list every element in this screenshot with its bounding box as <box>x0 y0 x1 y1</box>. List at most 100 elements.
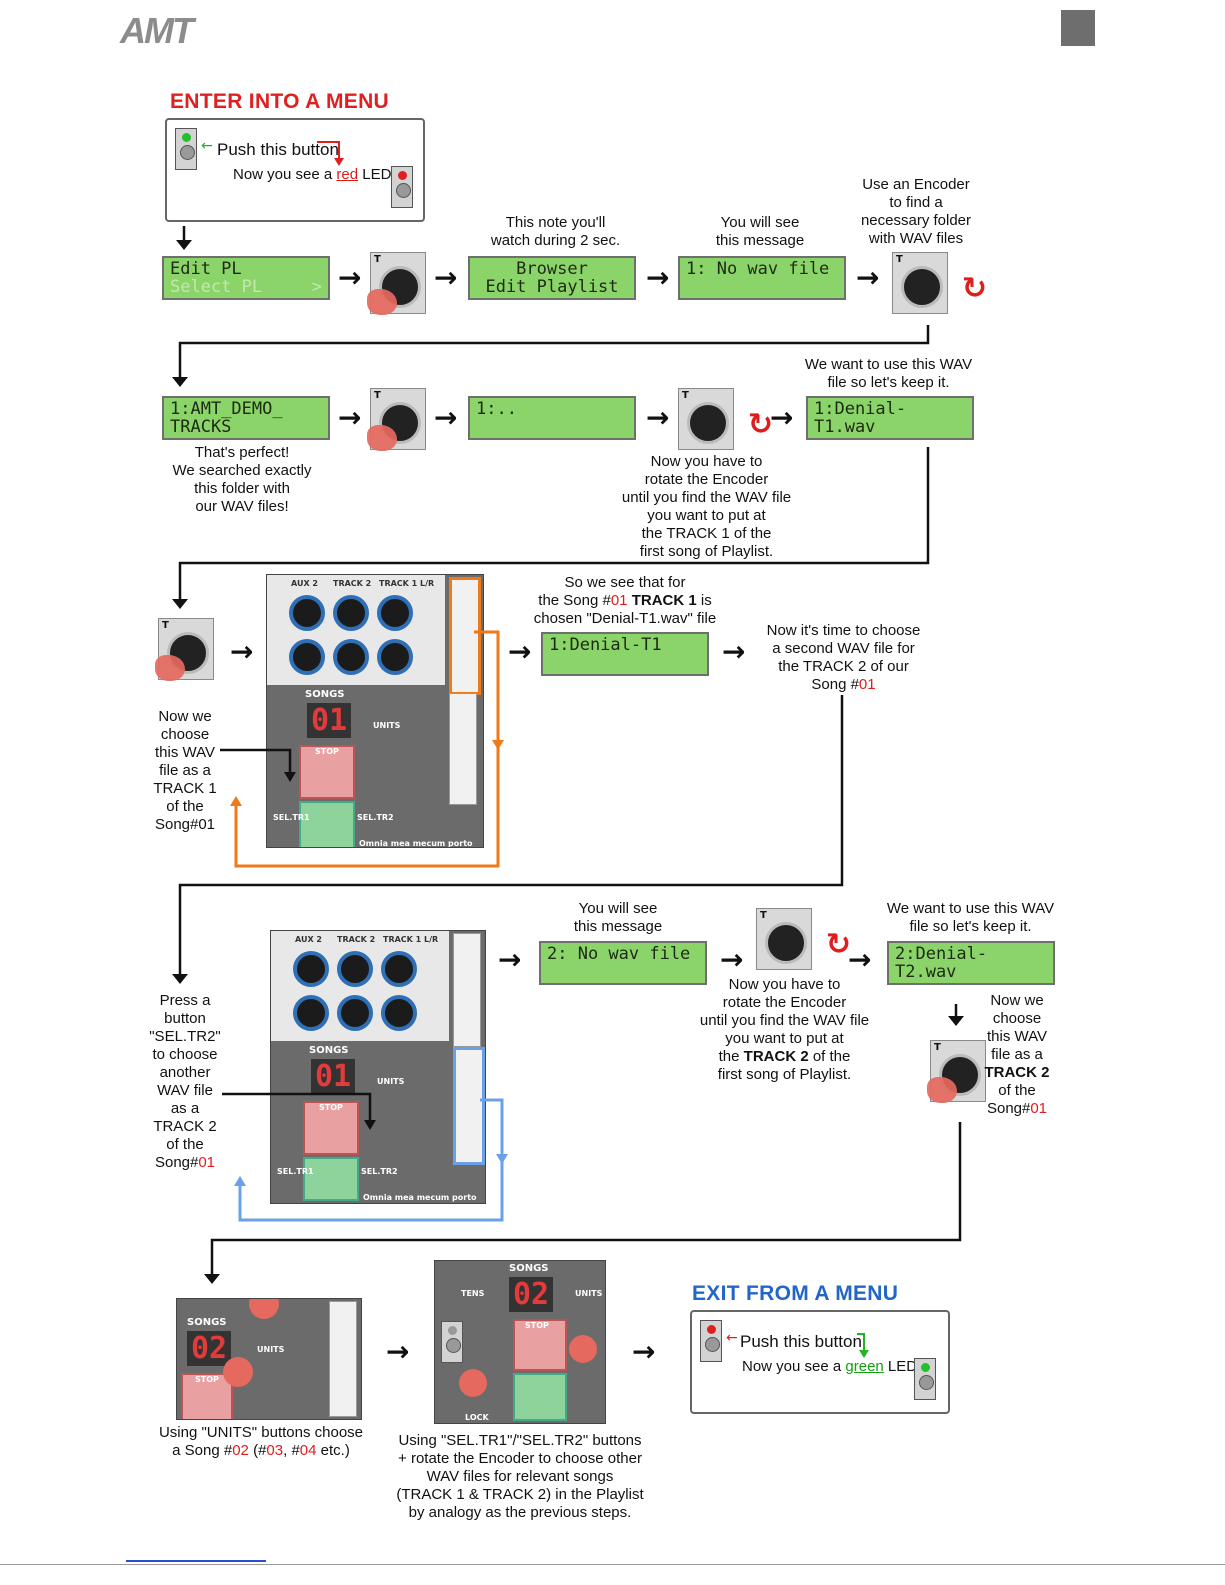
level-knob-icon[interactable] <box>337 951 373 987</box>
mode-button-cap <box>396 183 411 198</box>
play-pause-button[interactable] <box>513 1373 567 1421</box>
enter-menu-heading: ENTER INTO A MENU <box>170 90 389 113</box>
mode-button-green[interactable] <box>175 128 197 170</box>
level-knob-icon[interactable] <box>337 995 373 1031</box>
stop-button[interactable] <box>181 1373 233 1419</box>
flow-arrow-icon: → <box>848 943 872 976</box>
play-pause-button[interactable] <box>303 1157 359 1201</box>
pan-knob-icon[interactable] <box>289 639 325 675</box>
encoder-knob-icon <box>379 266 421 308</box>
mode-button-red[interactable] <box>700 1320 722 1362</box>
level-knob-icon[interactable] <box>333 639 369 675</box>
mixer-panel-1: AUX 2 TRACK 2 TRACK 1 L/R SONGS 01 UNITS… <box>266 574 484 848</box>
level-knob-icon[interactable] <box>333 595 369 631</box>
amt-logo: AMT <box>120 10 194 51</box>
level-knob-icon[interactable] <box>289 595 325 631</box>
push-button-text: Push this button <box>217 140 339 159</box>
mode-button-red[interactable] <box>391 166 413 208</box>
songs-label: SONGS <box>305 689 345 700</box>
stop-label: STOP <box>525 1321 549 1330</box>
encoder-push[interactable]: T <box>367 252 426 315</box>
lcd-dotdot: 1:.. <box>468 396 636 440</box>
hand-press-icon <box>927 1077 957 1103</box>
track2-output-strip <box>453 1047 485 1165</box>
rotate-arrow-icon: ↻ <box>961 271 987 306</box>
encoder-push[interactable]: T <box>367 388 426 451</box>
song-display: 02 <box>187 1331 232 1366</box>
encoder-rotate[interactable]: T↻ <box>678 388 773 450</box>
exit-menu-callout: ← Push this button Now you see a green L… <box>690 1310 950 1414</box>
arrow-left-red-icon: ← <box>726 1330 738 1346</box>
seltr1-label: SEL.TR1 <box>277 1167 314 1176</box>
lcd-browser: Browser Edit Playlist <box>468 256 636 300</box>
master-knob-icon[interactable] <box>381 995 417 1031</box>
encoder-rotate[interactable]: T↻ <box>756 908 851 970</box>
track1-output-strip <box>453 933 481 1047</box>
stop-label: STOP <box>195 1375 219 1384</box>
lcd-denial-t1: 1:Denial-T1 <box>541 632 709 676</box>
units-label: UNITS <box>257 1345 285 1354</box>
led-off <box>448 1326 457 1335</box>
encoder-push[interactable]: T <box>155 618 214 681</box>
page-marker <box>1061 10 1095 46</box>
flow-arrow-icon: → <box>508 635 532 668</box>
push-button-text: Push this button <box>740 1332 862 1351</box>
mixer-label: AUX 2 <box>291 579 318 588</box>
led-red <box>707 1325 716 1334</box>
now-see-green-text: Now you see a green LED → <box>742 1358 936 1375</box>
flow-arrow-icon: → <box>720 943 744 976</box>
encoder-push[interactable]: T <box>927 1040 986 1103</box>
mixer-label: TRACK 1 L/R <box>379 579 435 588</box>
encoder-rotate[interactable]: T↻ <box>892 252 987 314</box>
level-knob-icon[interactable] <box>381 951 417 987</box>
mode-button-cap <box>919 1375 934 1390</box>
seltr2-label: SEL.TR2 <box>357 813 394 822</box>
flow-arrow-icon: → <box>498 943 522 976</box>
mode-button-green[interactable] <box>914 1358 936 1400</box>
tens-label: TENS <box>461 1289 485 1298</box>
mixer-detail-units: SONGS 02 UNITS STOP <box>176 1298 362 1420</box>
flow-arrow-icon: → <box>434 261 458 294</box>
song-display: 02 <box>509 1277 554 1312</box>
rotate-arrow-icon: ↻ <box>825 927 851 962</box>
led-green <box>921 1363 930 1372</box>
level-knob-icon[interactable] <box>377 595 413 631</box>
motto-label: Omnia mea mecum porto <box>363 1193 477 1202</box>
lock-label: LOCK <box>465 1413 489 1422</box>
flow-arrow-icon: → <box>646 401 670 434</box>
lcd-denial-t1-wav: 1:Denial-T1.wav <box>806 396 974 440</box>
master-knob-icon[interactable] <box>377 639 413 675</box>
hand-press-icon <box>459 1369 487 1397</box>
mixer-panel-2: AUX 2 TRACK 2 TRACK 1 L/R SONGS 01 UNITS… <box>270 930 486 1204</box>
pan-knob-icon[interactable] <box>293 995 329 1031</box>
flow-arrow-icon: → <box>646 261 670 294</box>
exit-menu-heading: EXIT FROM A MENU <box>692 1282 899 1305</box>
footer-rule <box>0 1564 1225 1565</box>
mode-button-cap <box>180 145 195 160</box>
level-knob-icon[interactable] <box>293 951 329 987</box>
motto-label: Omnia mea mecum porto <box>359 839 473 848</box>
units-label: UNITS <box>575 1289 603 1298</box>
lcd-no-wav-2: 2: No wav file <box>539 941 707 985</box>
mode-button-cap <box>446 1338 461 1353</box>
lcd-line: Edit Playlist <box>485 277 619 297</box>
mixer-label: TRACK 1 L/R <box>383 935 439 944</box>
flow-arrow-icon: → <box>722 635 746 668</box>
seltr1-label: SEL.TR1 <box>273 813 310 822</box>
stop-button[interactable] <box>513 1319 567 1371</box>
caption-seltr-other: Using "SEL.TR1"/"SEL.TR2" buttons+ rotat… <box>396 1432 644 1521</box>
footer-link-rule <box>126 1560 266 1562</box>
esc-mode-button[interactable] <box>441 1321 463 1363</box>
lcd-line: Edit PL <box>170 259 242 279</box>
play-pause-button[interactable] <box>299 801 355 847</box>
hand-press-icon <box>569 1335 597 1363</box>
flow-arrow-icon: → <box>338 401 362 434</box>
